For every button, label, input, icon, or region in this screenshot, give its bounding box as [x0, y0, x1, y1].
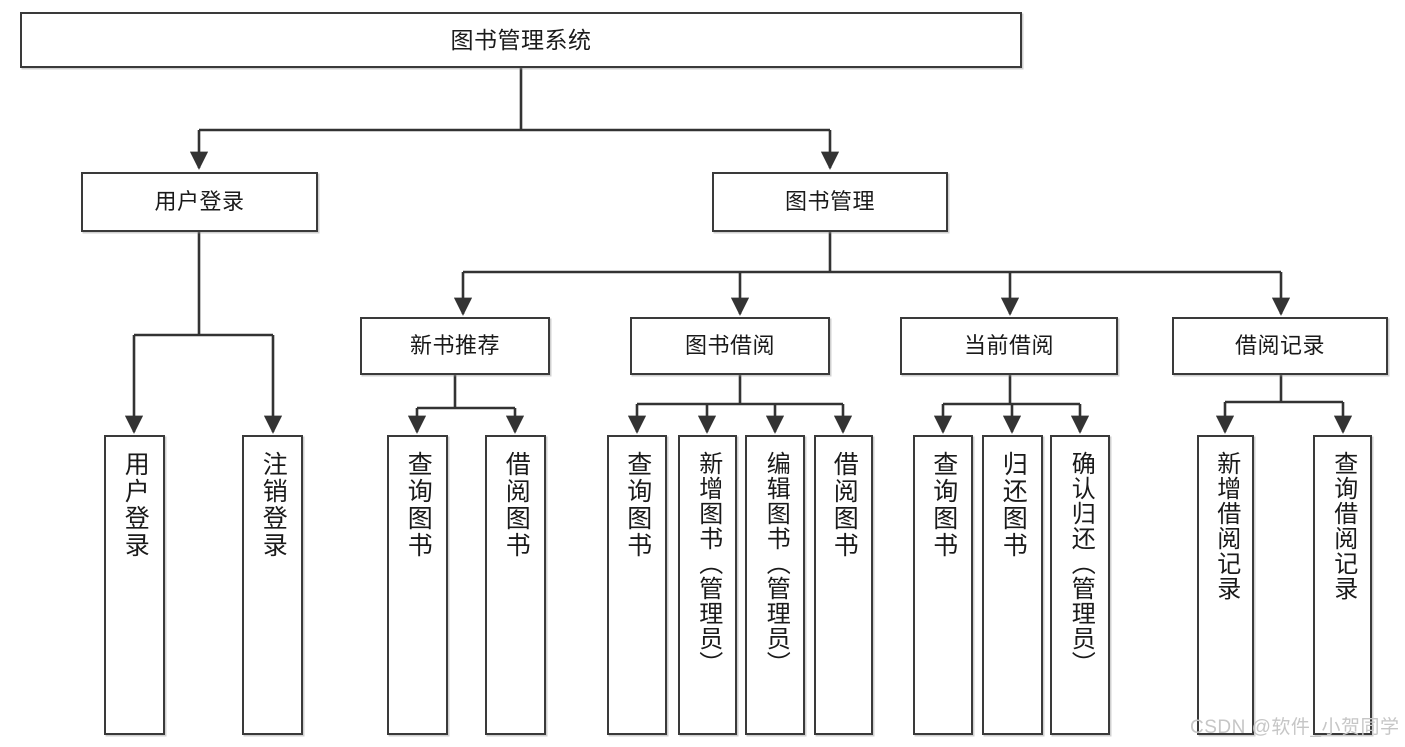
node-label: 新增借阅记录 — [1212, 451, 1240, 601]
node-label: 借阅记录 — [1234, 332, 1325, 358]
node-current-borrow[interactable]: 当前借阅 — [900, 317, 1118, 375]
node-label: 借阅图书 — [502, 451, 531, 559]
node-leaf-query-borrow-record[interactable]: 查询借阅记录 — [1313, 435, 1372, 735]
csdn-watermark: CSDN @软件_小贺同学 — [1190, 717, 1400, 738]
node-label: 用户登录 — [121, 451, 150, 559]
node-book-borrow[interactable]: 图书借阅 — [630, 317, 830, 375]
node-label: 当前借阅 — [963, 332, 1054, 358]
node-leaf-query-book-current[interactable]: 查询图书 — [913, 435, 973, 735]
node-label: 查询图书 — [404, 451, 433, 559]
node-borrow-record[interactable]: 借阅记录 — [1172, 317, 1388, 375]
node-user-login[interactable]: 用户登录 — [81, 172, 318, 232]
node-leaf-borrow-book-borrow[interactable]: 借阅图书 — [814, 435, 873, 735]
node-leaf-query-book-recommend[interactable]: 查询图书 — [387, 435, 448, 735]
node-leaf-add-book-admin[interactable]: 新增图书（管理员） — [678, 435, 737, 735]
node-leaf-return-book[interactable]: 归还图书 — [982, 435, 1043, 735]
node-leaf-add-borrow-record[interactable]: 新增借阅记录 — [1197, 435, 1254, 735]
node-label: 新增图书（管理员） — [694, 451, 722, 676]
node-label: 归还图书 — [999, 451, 1028, 559]
node-leaf-edit-book-admin[interactable]: 编辑图书（管理员） — [745, 435, 805, 735]
node-label: 图书借阅 — [684, 332, 775, 358]
node-label: 借阅图书 — [830, 451, 859, 559]
node-root-library-management-system[interactable]: 图书管理系统 — [20, 12, 1022, 68]
node-leaf-query-book-borrow[interactable]: 查询图书 — [607, 435, 667, 735]
node-label: 查询图书 — [623, 451, 652, 559]
node-label: 新书推荐 — [409, 332, 500, 358]
node-label: 查询图书 — [929, 451, 958, 559]
node-label: 确认归还（管理员） — [1067, 451, 1095, 676]
node-leaf-user-login[interactable]: 用户登录 — [104, 435, 165, 735]
node-leaf-logout-login[interactable]: 注销登录 — [242, 435, 303, 735]
node-label: 注销登录 — [259, 451, 288, 559]
node-leaf-confirm-return-admin[interactable]: 确认归还（管理员） — [1050, 435, 1110, 735]
node-book-management[interactable]: 图书管理 — [712, 172, 948, 232]
node-label: 图书管理 — [784, 188, 875, 214]
node-label: 用户登录 — [154, 188, 245, 214]
node-new-book-recommend[interactable]: 新书推荐 — [360, 317, 550, 375]
node-label: 图书管理系统 — [450, 26, 592, 53]
node-label: 查询借阅记录 — [1329, 451, 1357, 601]
node-leaf-borrow-book-recommend[interactable]: 借阅图书 — [485, 435, 546, 735]
node-label: 编辑图书（管理员） — [762, 451, 790, 676]
